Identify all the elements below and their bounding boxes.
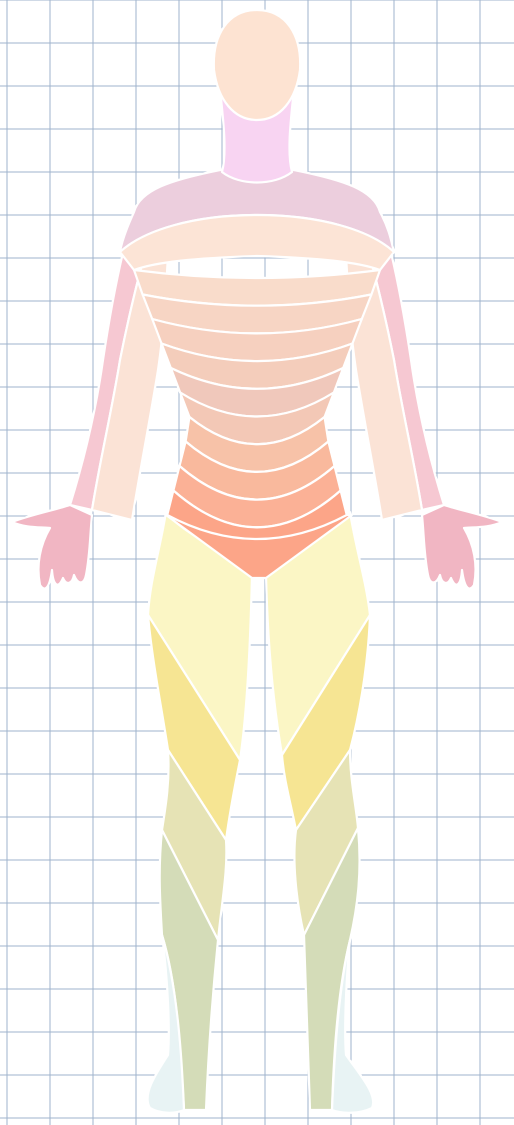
head-region — [214, 10, 300, 120]
left-arm — [12, 212, 168, 589]
right-arm — [346, 212, 502, 589]
head-and-neck — [214, 10, 300, 183]
left-hand-region — [12, 505, 92, 589]
left-leg — [148, 512, 252, 1113]
right-leg — [266, 512, 373, 1113]
right-hand-region — [422, 505, 502, 589]
torso — [120, 170, 394, 578]
